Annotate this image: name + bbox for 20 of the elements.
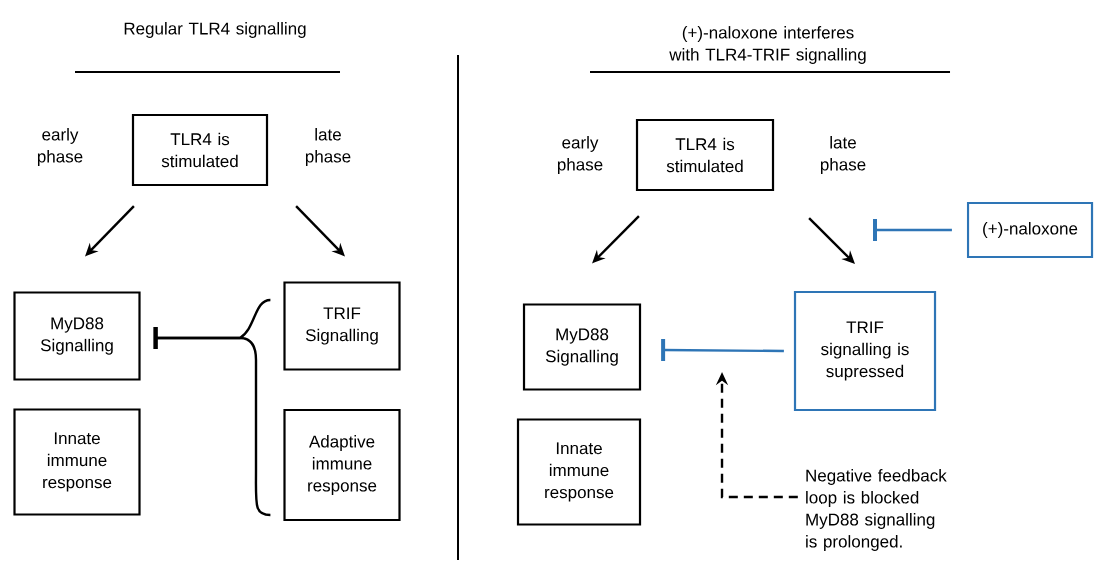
phase-label: late phase <box>820 136 866 174</box>
panel-title: (+)-naloxone interferes with TLR4-TRIF signalling <box>669 26 866 64</box>
process-box: MyD88 Signalling <box>522 303 642 391</box>
process-box: (+)-naloxone <box>966 201 1094 259</box>
phase-label: early phase <box>37 128 83 166</box>
inhibition-line <box>873 219 952 241</box>
phase-label: late phase <box>305 128 351 166</box>
process-box: MyD88 Signalling <box>13 291 141 381</box>
process-box: TLR4 is stimulated <box>635 118 775 192</box>
process-box: TLR4 is stimulated <box>131 113 269 187</box>
process-box: TRIF signalling is supressed <box>793 290 937 412</box>
process-box: TRIF Signalling <box>283 281 401 371</box>
inhibition-line <box>661 339 784 361</box>
process-box: Innate immune response <box>13 408 141 516</box>
phase-label: early phase <box>557 136 603 174</box>
panel-title: Regular TLR4 signalling <box>124 22 306 38</box>
process-box: Innate immune response <box>516 418 642 526</box>
process-box: Adaptive immune response <box>283 408 401 522</box>
arrow <box>808 217 855 264</box>
annotation-text: Negative feedback loop is blocked MyD88 signalling is prolonged. <box>806 469 947 551</box>
